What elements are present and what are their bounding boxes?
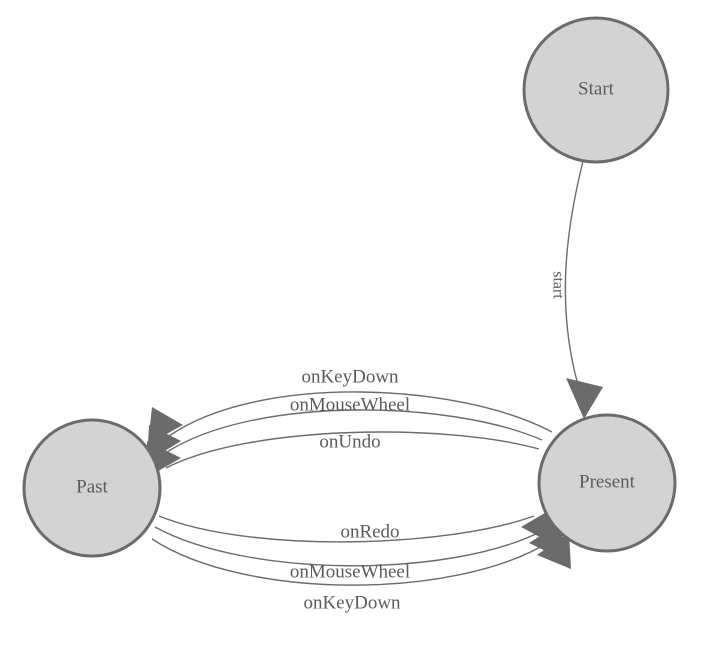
arrowhead-start-present — [566, 378, 603, 419]
edge-path-present-past-3 — [165, 431, 540, 469]
node-past-label: Past — [76, 476, 108, 497]
edge-path-past-present-2 — [154, 526, 543, 567]
edge-label-past-present-1: onRedo — [340, 521, 399, 542]
node-start-label: Start — [578, 78, 615, 99]
edge-past-to-present-onkeydown[interactable]: onKeyDown — [151, 532, 571, 613]
edge-path-start-present — [564, 160, 584, 386]
node-start-circle — [522, 16, 670, 164]
node-past[interactable]: Past — [22, 418, 162, 558]
edge-label-start: start — [549, 271, 566, 299]
node-present[interactable]: Present — [537, 413, 677, 553]
edge-path-past-present-3 — [151, 538, 550, 586]
edge-path-present-past-1 — [168, 391, 553, 437]
node-present-circle — [537, 413, 677, 553]
edge-past-to-present-onredo[interactable]: onRedo — [158, 507, 555, 544]
node-start[interactable]: Start — [522, 16, 670, 164]
edge-start-to-present[interactable]: start — [549, 160, 603, 419]
edge-label-present-past-2: onMouseWheel — [290, 394, 410, 415]
edge-path-past-present-1 — [158, 515, 535, 543]
edge-present-to-past-onundo[interactable]: onUndo — [146, 431, 540, 478]
node-past-circle — [22, 418, 162, 558]
edge-label-past-present-2: onMouseWheel — [290, 561, 410, 582]
arrowhead-past-present-3 — [537, 532, 571, 569]
edge-path-present-past-2 — [166, 409, 543, 453]
edge-label-present-past-3: onUndo — [319, 431, 380, 452]
edge-label-past-present-3: onKeyDown — [303, 592, 401, 613]
edge-label-present-past-1: onKeyDown — [301, 366, 399, 387]
node-present-label: Present — [579, 471, 636, 492]
